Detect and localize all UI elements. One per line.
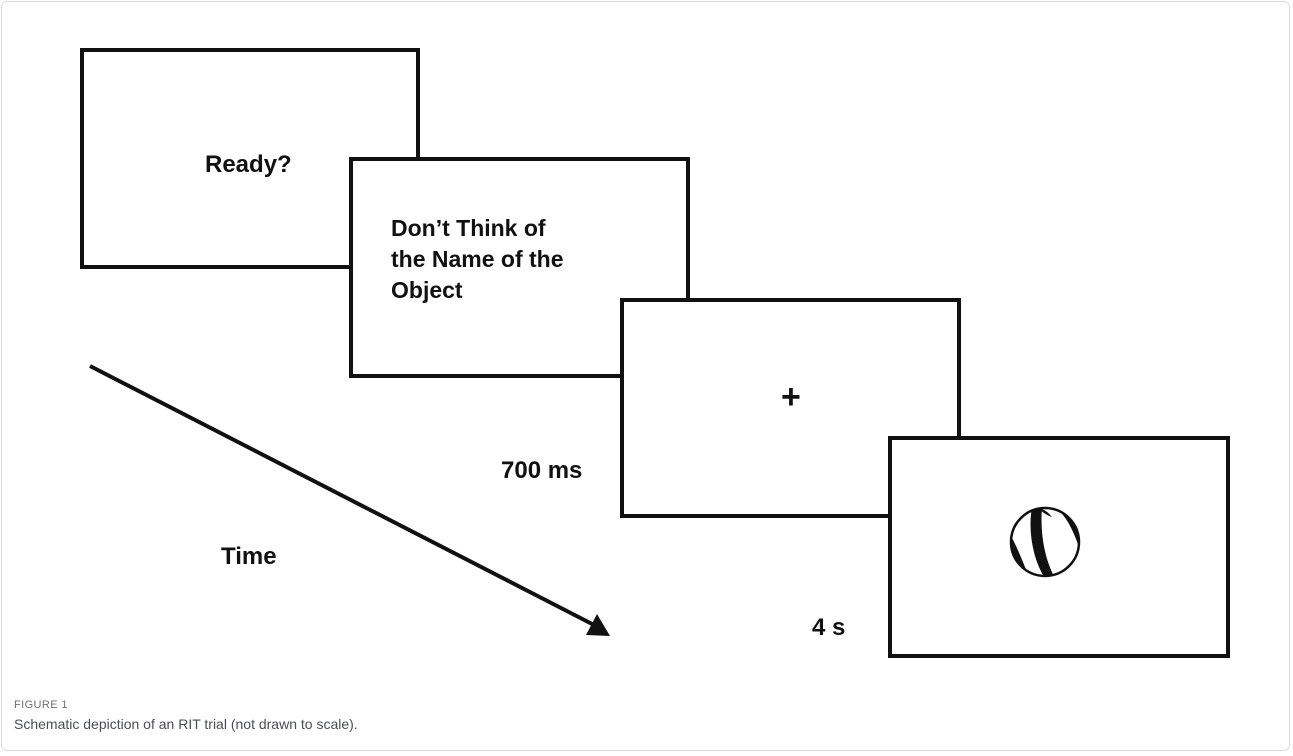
figure-caption: Schematic depiction of an RIT trial (not…	[14, 716, 358, 732]
beach-ball-icon	[1009, 506, 1081, 578]
ready-prompt: Ready?	[205, 151, 292, 178]
fixation-duration-label: 700 ms	[501, 457, 583, 484]
time-axis-label: Time	[221, 543, 277, 570]
fixation-cross: +	[781, 378, 801, 416]
figure-number: FIGURE 1	[14, 699, 68, 711]
object-duration-label: 4 s	[812, 614, 846, 641]
instruction-text: Don’t Think of the Name of the Object	[391, 215, 564, 303]
object-screen	[888, 436, 1230, 658]
